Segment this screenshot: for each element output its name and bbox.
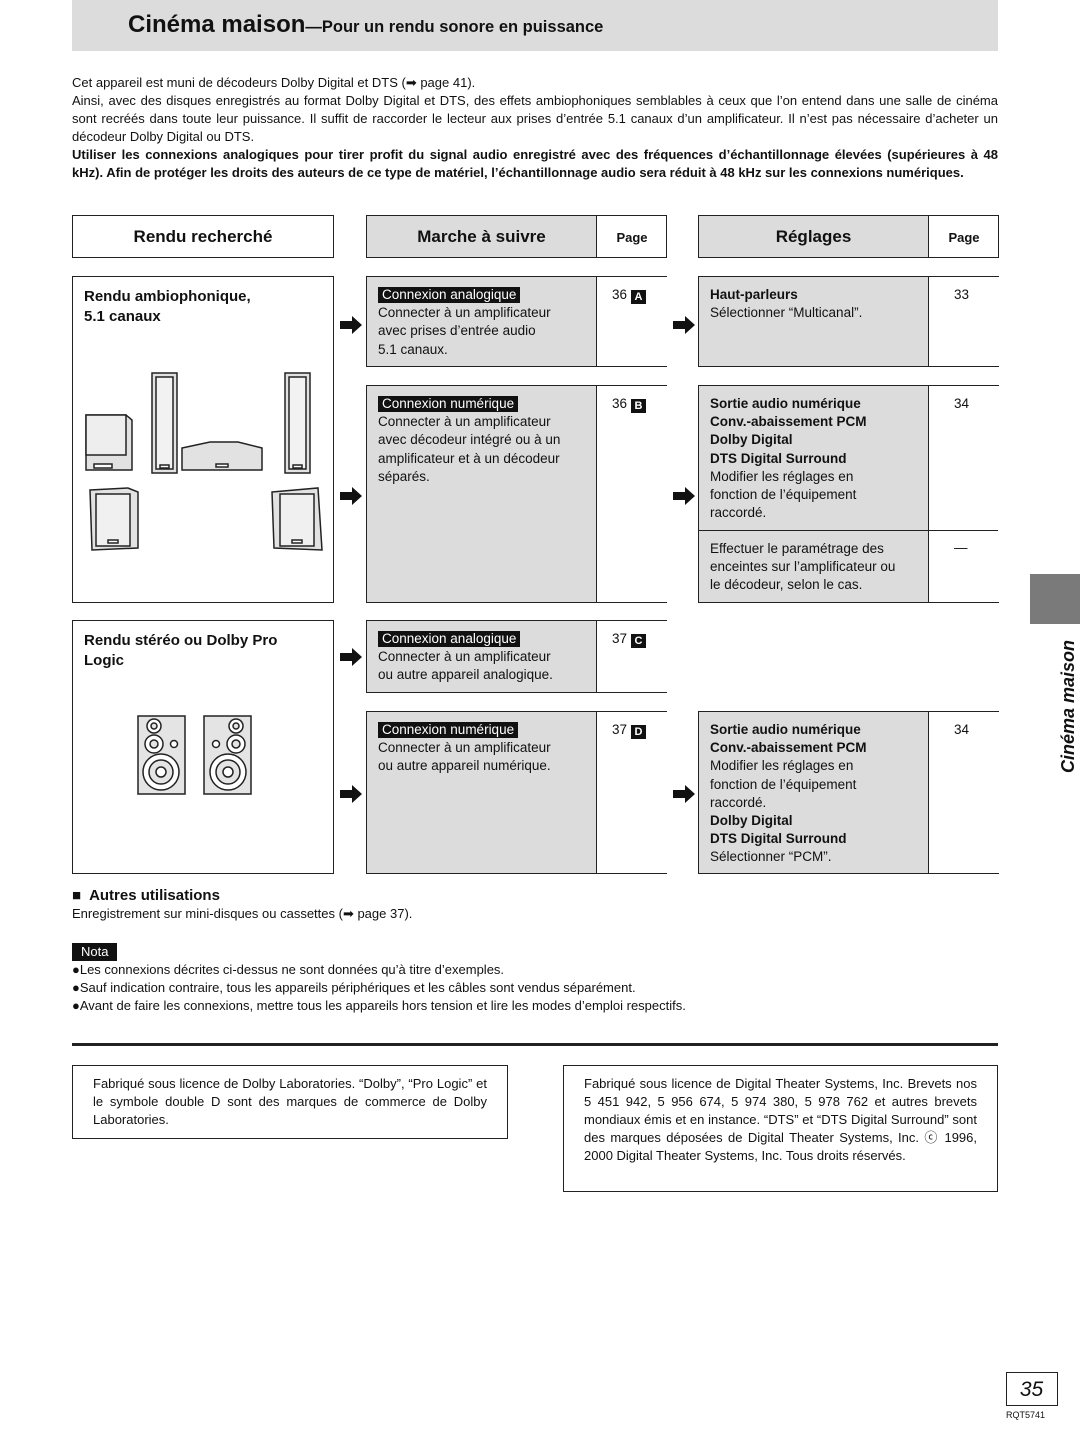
title-bar <box>72 0 998 51</box>
section1-digital-settings-page: 34 <box>954 396 970 411</box>
side-tab-marker <box>1030 574 1080 624</box>
section1-digital-settings-box <box>698 385 999 603</box>
intro-paragraph: Ainsi, avec des disques enregistrés au f… <box>72 93 998 144</box>
section2-digital-settings-text: Sortie audio numérique Conv.-abaissement… <box>710 722 867 865</box>
header-marche-label: Marche à suivre <box>417 227 546 246</box>
section2-rendu-box <box>72 620 334 874</box>
side-tab-label: Cinéma maison <box>1058 640 1078 773</box>
svg-text:Cinéma maison: Cinéma maison <box>1058 640 1078 773</box>
header-rendu-box: Rendu recherché <box>72 215 334 258</box>
section2-digital-settings-page: 34 <box>954 722 970 737</box>
divider <box>72 1043 998 1046</box>
intro-line-1: Cet appareil est muni de décodeurs Dolby… <box>72 75 476 90</box>
connexion-numerique-badge: Connexion numérique <box>378 396 519 412</box>
page-number: 35 <box>1006 1372 1058 1406</box>
connexion-numerique-badge: Connexion numérique <box>378 722 519 738</box>
header-marche-page: Page <box>616 230 648 245</box>
page-title: Cinéma maison—Pour un rendu sonore en pu… <box>128 11 604 38</box>
right-arrow-icon <box>340 785 362 803</box>
nota-label: Nota <box>72 943 118 961</box>
section1-analog-settings-box <box>698 276 999 367</box>
document-reference: RQT5741 <box>1006 1410 1046 1420</box>
section1-analog-settings-page: 33 <box>954 287 970 302</box>
speaker-system-51-icon <box>85 372 323 551</box>
right-arrow-icon <box>340 487 362 505</box>
section2-label-line1: Rendu stéréo ou Dolby Pro <box>84 632 278 649</box>
right-arrow-icon <box>673 785 695 803</box>
right-arrow-icon <box>673 487 695 505</box>
right-arrow-icon <box>340 648 362 666</box>
section2-digital-box <box>366 711 667 874</box>
header-reglages-page: Page <box>948 230 980 245</box>
section2-digital-settings-box <box>698 711 999 874</box>
section1-digital-text: Connexion numérique Connecter à un ampli… <box>378 396 561 484</box>
other-uses-heading: ■Autres utilisations <box>72 887 220 904</box>
stereo-speakers-icon <box>137 715 252 795</box>
section2-label-line2: Logic <box>84 652 124 669</box>
section1-digital-settings-text: Sortie audio numérique Conv.-abaissement… <box>710 396 867 521</box>
right-arrow-icon <box>673 316 695 334</box>
nota-item: ●Sauf indication contraire, tous les app… <box>72 980 636 995</box>
section1-extra-settings-text: Effectuer le paramétrage des enceintes s… <box>710 541 896 593</box>
section1-digital-box <box>366 385 667 603</box>
section1-analog-settings-text: Haut-parleurs Sélectionner “Multicanal”. <box>710 287 863 321</box>
section1-label-line2: 5.1 canaux <box>84 308 161 325</box>
dolby-license-box: Fabriqué sous licence de Dolby Laborator… <box>72 1065 508 1139</box>
other-uses-text: Enregistrement sur mini-disques ou casse… <box>72 906 413 921</box>
nota-item: ●Avant de faire les connexions, mettre t… <box>72 998 686 1013</box>
header-reglages-label: Réglages <box>775 227 852 246</box>
section2-digital-text: Connexion numérique Connecter à un ampli… <box>378 722 551 774</box>
nota-item: ●Les connexions décrites ci-dessus ne so… <box>72 962 505 977</box>
section1-analog-text: Connexion analogique Connecter à un ampl… <box>378 287 551 357</box>
connexion-analogique-badge: Connexion analogique <box>378 631 521 647</box>
header-marche-box: Marche à suivre Page <box>366 215 667 258</box>
section2-analog-text: Connexion analogique Connecter à un ampl… <box>378 631 553 683</box>
header-reglages-box: Réglages Page <box>698 215 999 258</box>
dts-license-box: Fabriqué sous licence de Digital Theater… <box>563 1065 998 1192</box>
intro-bold-paragraph: Utiliser les connexions analogiques pour… <box>72 147 998 180</box>
section1-extra-settings-page: — <box>954 540 968 555</box>
right-arrow-icon <box>340 316 362 334</box>
header-rendu-label: Rendu recherché <box>133 227 273 246</box>
section1-label-line1: Rendu ambiophonique, <box>84 288 251 305</box>
connexion-analogique-badge: Connexion analogique <box>378 287 521 303</box>
